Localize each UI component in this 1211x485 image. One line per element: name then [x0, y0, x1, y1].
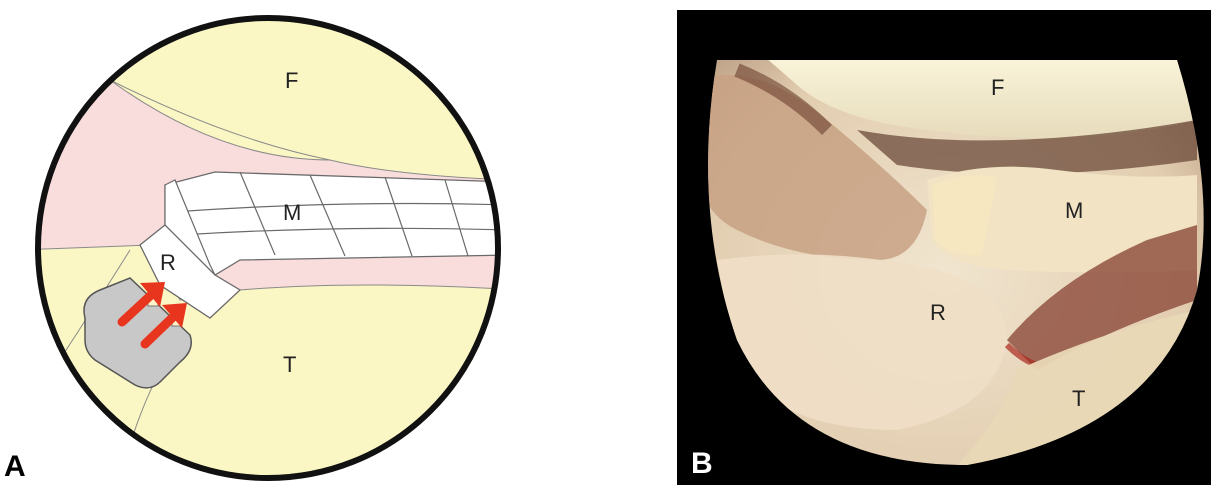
schematic-scope-view [0, 0, 620, 485]
panel-letter-a: A [4, 450, 26, 483]
panel-b-arthroscopy: F M R T B [677, 10, 1211, 485]
label-tibia: T [283, 352, 296, 377]
label-tibia-b: T [1072, 386, 1085, 411]
arthroscopy-svg: F M R T B [677, 10, 1211, 485]
label-meniscus: M [283, 200, 301, 225]
panel-letter-b: B [691, 447, 713, 480]
panel-a-schematic: F M R T A [0, 0, 620, 485]
label-femur-b: F [991, 75, 1004, 100]
label-meniscus-b: M [1065, 198, 1083, 223]
label-root: R [160, 250, 176, 275]
schematic-svg: F M R T A [0, 0, 620, 485]
label-root-b: R [930, 300, 946, 325]
label-femur: F [285, 68, 298, 93]
